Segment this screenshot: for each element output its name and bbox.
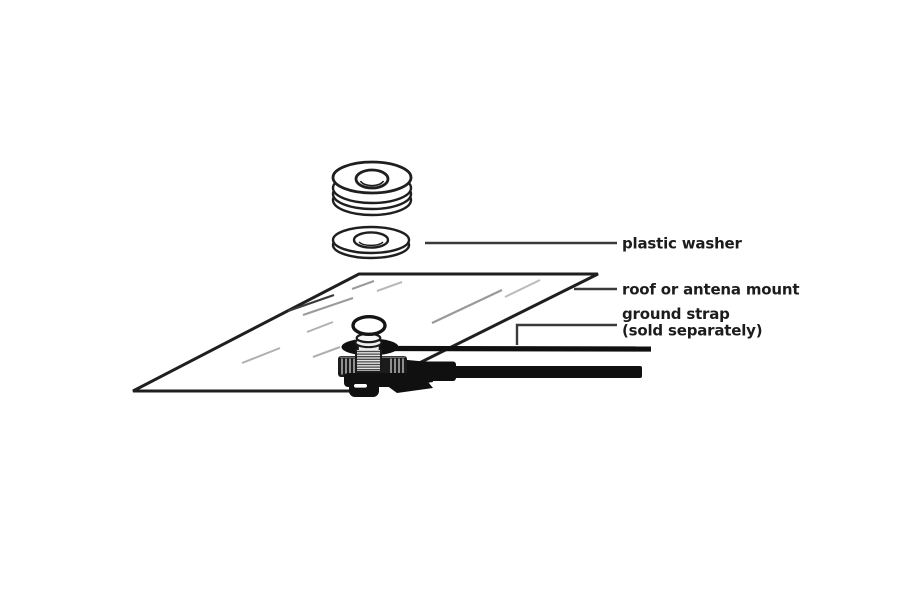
shine-line [312, 346, 341, 358]
mount-assembly [338, 315, 433, 397]
shine-line [287, 293, 335, 313]
shine-line [376, 281, 403, 292]
mount-base-angled-edge [386, 377, 433, 393]
ground-strap [393, 345, 652, 352]
o-ring [351, 315, 387, 337]
leader-ground-strap [515, 323, 617, 345]
labels: plastic washer roof or antena mount grou… [622, 235, 800, 340]
roof-shine-lines [241, 279, 541, 364]
plastic-washer [331, 225, 411, 260]
shine-line [302, 297, 354, 316]
label-plastic-washer: plastic washer [622, 235, 743, 253]
gasket-hole-inner-arc [359, 180, 385, 187]
label-roof-mount: roof or antena mount [622, 281, 799, 299]
label-ground-strap-line2: (sold separately) [622, 322, 762, 340]
gasket-stack [331, 160, 413, 217]
washer-hole-inner-arc [358, 241, 384, 247]
label-ground-strap-line1: ground strap [622, 305, 730, 323]
shine-line [431, 289, 503, 324]
nut-knurl-lines [341, 358, 404, 375]
mount-foot-slit [354, 384, 367, 388]
stud-thread-lines [356, 350, 381, 371]
shine-line [306, 321, 334, 333]
shine-line [241, 347, 281, 364]
mount-foot [349, 379, 379, 397]
shine-line [351, 280, 375, 290]
leader-lines [425, 241, 617, 345]
shine-line [504, 279, 541, 298]
cable-run [452, 366, 642, 378]
threaded-stud [354, 332, 383, 371]
